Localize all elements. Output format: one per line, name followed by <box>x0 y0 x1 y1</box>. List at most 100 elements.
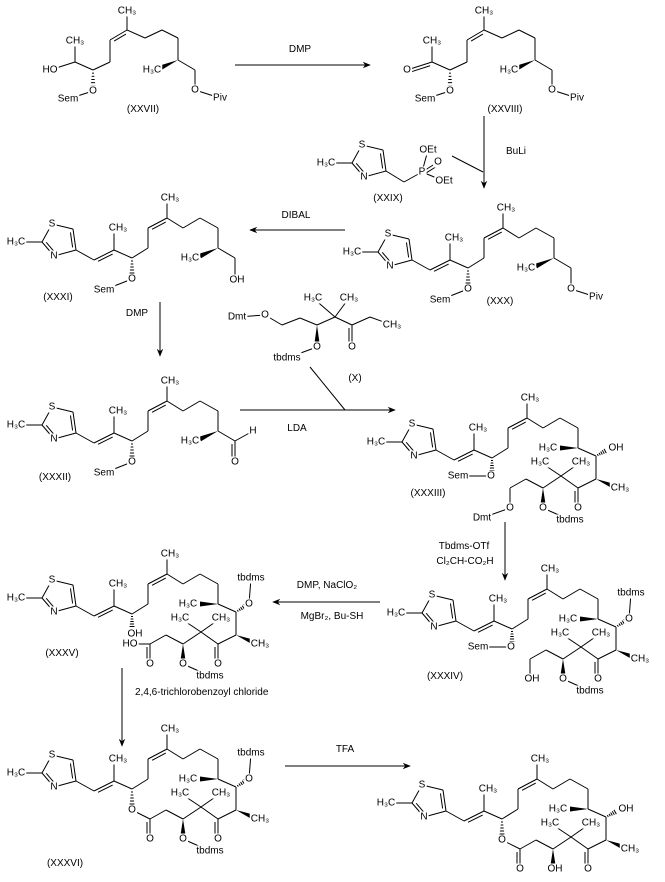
hash-bond <box>236 784 239 787</box>
atom-label: S <box>359 140 366 151</box>
bond <box>570 836 589 850</box>
bond <box>334 316 353 326</box>
bond <box>72 411 77 434</box>
atom-label-background <box>341 246 363 258</box>
atom-label: CH₃ <box>161 549 180 560</box>
reagent-buli: BuLi <box>506 146 526 157</box>
atom-label-background <box>593 673 604 685</box>
atom-label: CH₃ <box>497 203 516 214</box>
double-bond <box>429 432 434 448</box>
double-bond <box>410 65 431 73</box>
bond <box>113 249 133 259</box>
atom-label-background <box>49 606 59 618</box>
atom-label-background <box>558 673 569 685</box>
bond <box>579 588 599 600</box>
atom-label: H₃C <box>179 599 198 610</box>
atom-label-background <box>529 456 551 468</box>
wedge-bond <box>570 806 588 812</box>
atom-label: O <box>179 659 187 670</box>
atom-label-background <box>529 753 551 765</box>
double-bond <box>45 424 55 436</box>
atom-label: H₃C <box>343 247 362 258</box>
bond <box>449 61 468 71</box>
bond <box>473 620 495 632</box>
bond <box>147 748 168 760</box>
bond <box>177 59 196 71</box>
atom-label: O <box>146 834 154 845</box>
bond <box>483 29 503 39</box>
atom-label-background <box>5 419 27 431</box>
bond <box>501 29 520 39</box>
double-bond <box>151 752 166 761</box>
atom-label-background <box>145 658 156 670</box>
atom-label: H₃C <box>171 788 190 799</box>
bond <box>473 449 493 459</box>
bond <box>442 789 447 812</box>
atom-label-background <box>467 422 489 434</box>
atom-label-background <box>159 375 181 387</box>
atom-label: N <box>430 622 437 633</box>
atom-label-background <box>236 572 266 584</box>
atom-label-background <box>429 621 439 633</box>
atom-label: Sem <box>468 642 489 653</box>
bond <box>93 432 115 444</box>
atom-label-background <box>583 863 594 875</box>
atom-label-background <box>588 291 604 303</box>
wedge-bond <box>180 644 186 660</box>
bonds <box>16 554 254 677</box>
wedge-bond <box>560 659 566 675</box>
atom-label-background <box>41 64 59 76</box>
bond <box>166 400 184 412</box>
wedge-bond <box>180 819 186 835</box>
compound-label: (XXXIII) <box>410 488 445 499</box>
atom-label: S <box>49 575 56 586</box>
atom-label: S <box>419 780 426 791</box>
atom-label: tbdms <box>617 588 644 599</box>
atom-label-background <box>505 502 516 514</box>
bond <box>166 573 184 585</box>
atom-label-background <box>169 612 191 624</box>
atom-label-background <box>575 685 605 697</box>
atom-label-background <box>107 578 129 590</box>
atom-label-background <box>312 341 323 353</box>
atom-label: O <box>231 457 239 468</box>
atom-label-background <box>375 797 397 809</box>
bond <box>113 780 133 790</box>
bond <box>182 217 201 229</box>
atom-label-background <box>212 92 228 104</box>
atom-label: CH₃ <box>109 223 128 234</box>
bond <box>502 227 520 239</box>
arrow-xxxiii-to-xxxiv: Tbdms-OTf Cl₂CH-CO₂H <box>436 522 509 581</box>
atom-label: O <box>507 642 515 653</box>
atom-label-background <box>433 156 444 168</box>
compound-label: (XXVIII) <box>487 104 522 115</box>
atom-label-background <box>617 803 635 815</box>
atom-label: H₃C <box>541 818 560 829</box>
arrow-xxx-to-xxxi: DIBAL <box>249 210 345 234</box>
atom-label-background <box>365 436 387 448</box>
bond <box>455 620 475 632</box>
bond <box>199 217 219 229</box>
double-bond <box>97 253 113 262</box>
bond <box>507 417 528 429</box>
wedge-bond <box>200 601 218 607</box>
compound-label: (XXIX) <box>373 193 402 204</box>
bond <box>569 778 589 790</box>
atom-label: OEt <box>435 176 452 187</box>
atom-label: OH <box>548 864 563 875</box>
double-bond <box>113 33 127 42</box>
bond <box>147 217 168 229</box>
arrow-xxxii-to-xxxiii: LDA <box>240 366 396 434</box>
atom-label-background <box>473 5 495 17</box>
wedge-bond <box>200 776 218 782</box>
bond <box>449 259 469 269</box>
reagent-dmp-naclo2: DMP, NaClO₂ <box>297 580 357 591</box>
atom-label-background <box>236 747 266 759</box>
atom-label-background <box>127 273 138 285</box>
